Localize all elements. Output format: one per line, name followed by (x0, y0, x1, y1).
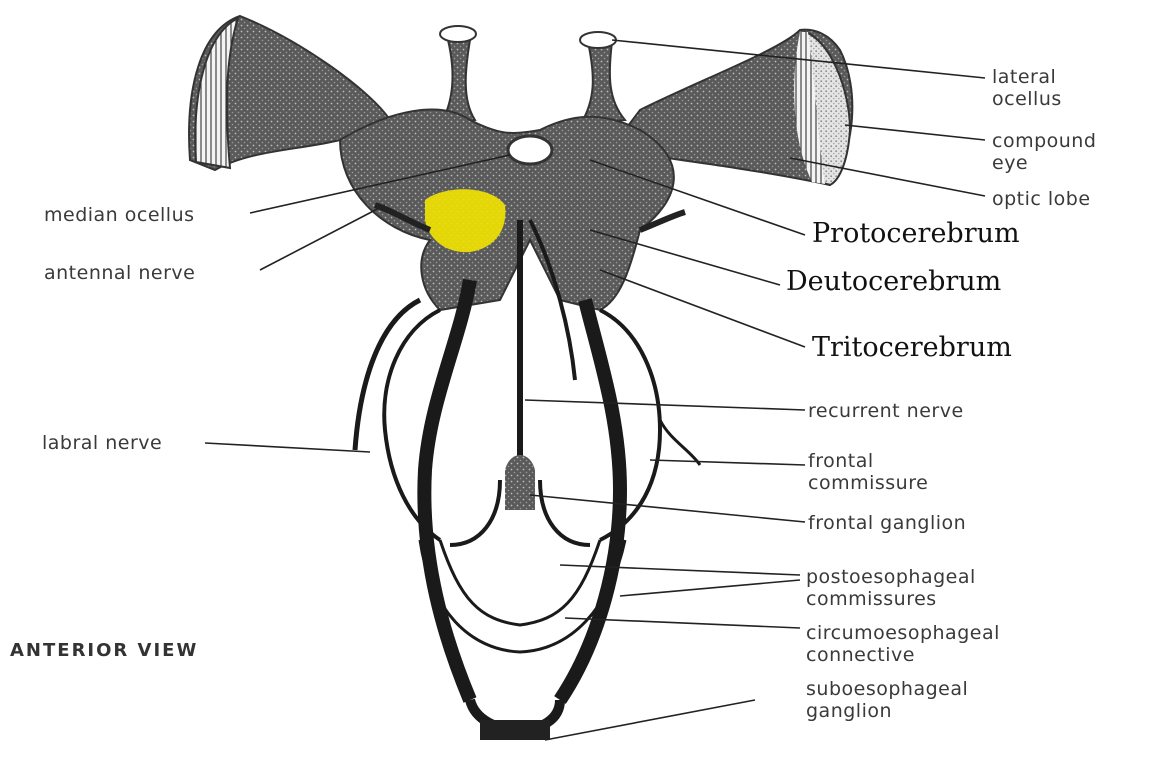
label-labral-nerve: labral nerve (42, 432, 162, 454)
label-tritocerebrum: Tritocerebrum (812, 332, 1012, 363)
label-frontal-commissure: frontal commissure (808, 450, 928, 494)
label-postoesophageal-line2: commissures (806, 588, 976, 610)
label-compound-eye: compound eye (992, 130, 1096, 174)
label-antennal-nerve: antennal nerve (44, 262, 195, 284)
label-frontal-commissure-line2: commissure (808, 472, 928, 494)
label-lateral-ocellus-line2: ocellus (992, 88, 1062, 110)
label-postoesophageal-commissures: postoesophageal commissures (806, 566, 976, 610)
label-lateral-ocellus-line1: lateral (992, 66, 1062, 88)
label-lateral-ocellus: lateral ocellus (992, 66, 1062, 110)
label-optic-lobe: optic lobe (992, 188, 1091, 210)
frontal-ganglion (505, 455, 535, 510)
label-compound-eye-line2: eye (992, 152, 1096, 174)
label-suboesophageal-line2: ganglion (806, 700, 968, 722)
suboesophageal-ganglion (480, 720, 550, 740)
label-circumoesophageal-connective: circumoesophageal connective (806, 622, 1000, 666)
label-suboesophageal-line1: suboesophageal (806, 678, 968, 700)
label-suboesophageal-ganglion: suboesophageal ganglion (806, 678, 968, 722)
view-caption: ANTERIOR VIEW (10, 640, 198, 661)
label-circumoesophageal-line2: connective (806, 644, 1000, 666)
label-protocerebrum: Protocerebrum (812, 218, 1020, 249)
label-compound-eye-line1: compound (992, 130, 1096, 152)
label-median-ocellus: median ocellus (44, 204, 195, 226)
lateral-ocelli (440, 26, 625, 125)
label-circumoesophageal-line1: circumoesophageal (806, 622, 1000, 644)
label-deutocerebrum: Deutocerebrum (786, 266, 1001, 297)
label-frontal-commissure-line1: frontal (808, 450, 928, 472)
label-recurrent-nerve: recurrent nerve (808, 400, 964, 422)
label-frontal-ganglion: frontal ganglion (808, 512, 966, 534)
label-postoesophageal-line1: postoesophageal (806, 566, 976, 588)
